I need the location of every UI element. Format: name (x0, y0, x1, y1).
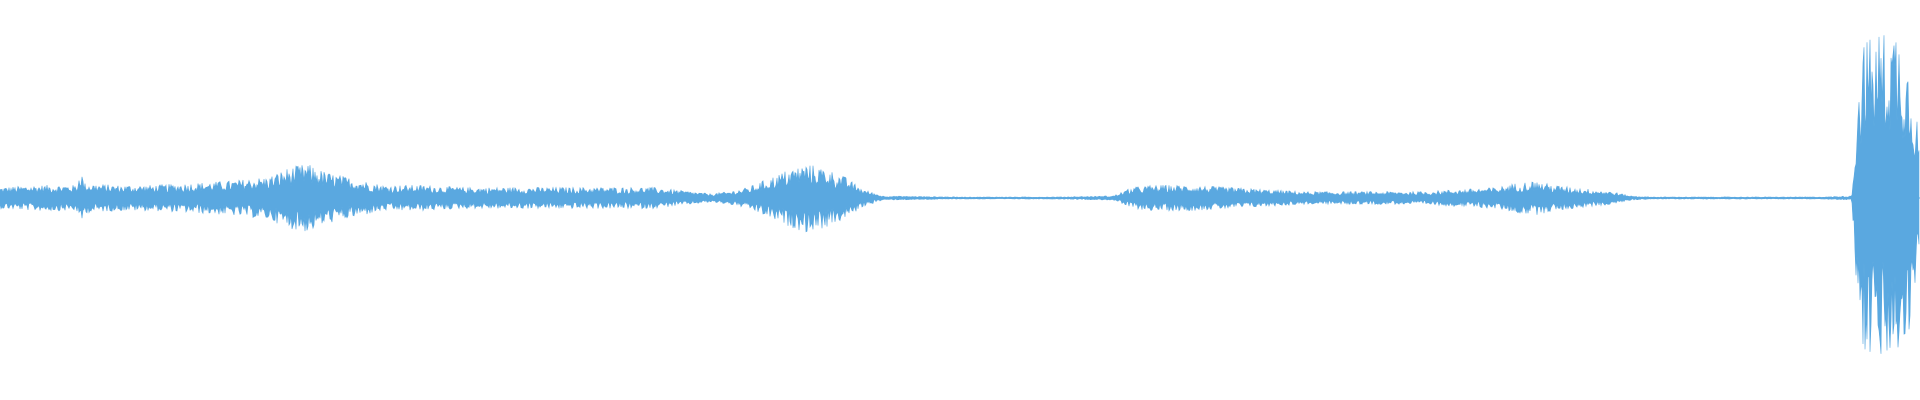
waveform-series (0, 35, 1920, 354)
waveform-envelope (0, 35, 1920, 354)
